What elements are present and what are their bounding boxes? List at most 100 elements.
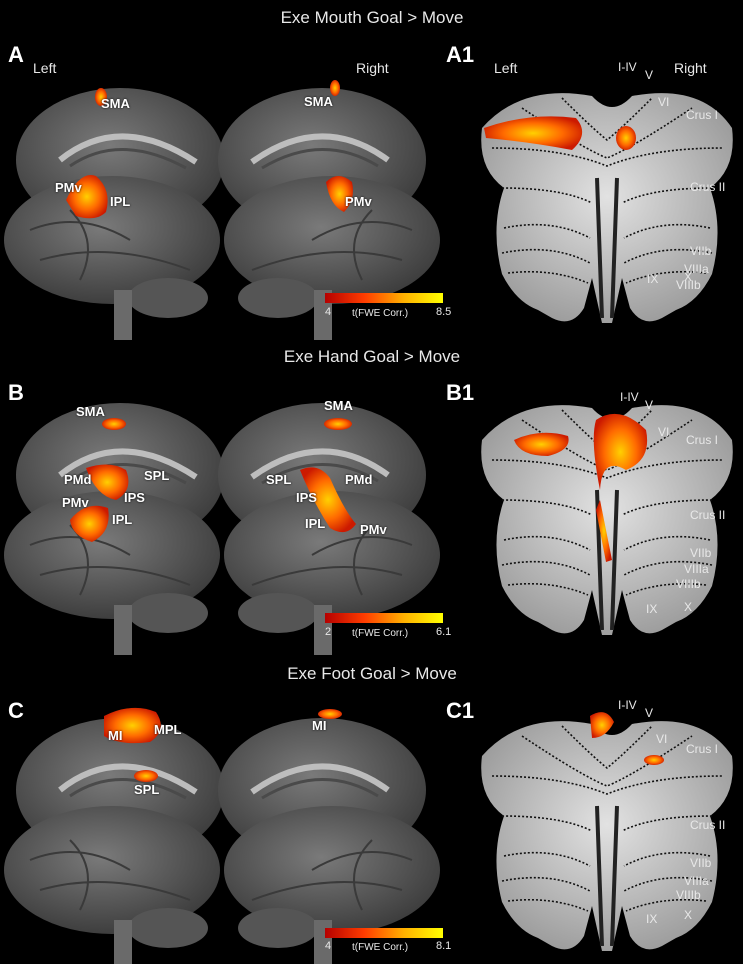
cerebellum-left-label: Left [494, 60, 518, 76]
region-label: MI [108, 728, 123, 743]
region-label: PMd [64, 472, 92, 487]
lobule-label: Crus I [686, 742, 719, 756]
cerebellum-right-label: Right [674, 60, 707, 76]
left-hemisphere-label: Left [33, 60, 57, 76]
lobule-label: V [645, 706, 654, 720]
region-label: IPS [296, 490, 317, 505]
row-b-cerebellum [479, 403, 735, 637]
lobule-label: I-IV [618, 60, 637, 74]
activation-blob [95, 88, 107, 106]
colorbar-max: 8.5 [436, 306, 452, 318]
region-label: SPL [266, 472, 292, 487]
panel-label-c: C [8, 698, 24, 723]
colorbar-label: t(FWE Corr.) [352, 628, 409, 639]
lobule-label: VIIb [690, 856, 712, 870]
row-b-brain-left [4, 403, 224, 655]
lobule-label: VIIIa [684, 874, 709, 888]
lobule-label: Crus I [686, 108, 719, 122]
region-label: IPL [112, 512, 133, 527]
region-label: PMv [360, 522, 387, 537]
region-label: IPL [110, 194, 131, 209]
activation-blob [134, 770, 158, 782]
row-a-brain-right [218, 80, 440, 340]
region-label: SPL [144, 468, 170, 483]
right-hemisphere-label: Right [356, 60, 389, 76]
lobule-label: VIIIb [676, 278, 701, 292]
panel-label-a1: A1 [446, 42, 475, 67]
region-label: MI [312, 718, 327, 733]
lobule-label: I-IV [620, 390, 639, 404]
panel-label-a: A [8, 42, 24, 67]
panel-label-c1: C1 [446, 698, 475, 723]
lobule-label: VIIIb [676, 577, 701, 591]
colorbar-min: 2 [325, 626, 332, 638]
activation-blob [593, 413, 648, 490]
lobule-label: VIIIa [684, 262, 709, 276]
activation-blob [300, 467, 356, 533]
region-label: PMv [345, 194, 372, 209]
colorbar-label: t(FWE Corr.) [352, 942, 409, 953]
region-label: IPL [305, 516, 326, 531]
lobule-label: VIIb [690, 244, 712, 258]
lobule-label: VIIIb [676, 888, 701, 902]
colorbar-label: t(FWE Corr.) [352, 308, 409, 319]
region-label: PMd [345, 472, 373, 487]
lobule-label: VIIb [690, 546, 712, 560]
lobule-label: Crus II [690, 818, 726, 832]
region-label: SMA [76, 404, 105, 419]
activation-blob [318, 709, 342, 719]
colorbar [325, 613, 443, 623]
colorbar-min: 4 [325, 940, 332, 952]
panel-label-b1: B1 [446, 380, 475, 405]
row-c-cerebellum [479, 712, 735, 953]
lobule-label: VI [658, 425, 670, 439]
region-label: PMv [55, 180, 82, 195]
colorbar-min: 4 [325, 306, 332, 318]
row-a-brain-left [4, 88, 224, 340]
row-c-brain-right [218, 709, 440, 964]
lobule-label: IX [646, 602, 658, 616]
activation-blob [330, 80, 340, 96]
activation-blob [102, 418, 126, 430]
region-label: MPL [154, 722, 182, 737]
activation-blob [66, 175, 108, 219]
activation-blob [86, 464, 129, 500]
lobule-label: X [684, 600, 693, 614]
row-b-brain-right [218, 403, 440, 655]
region-label: PMv [62, 495, 89, 510]
region-label: SMA [101, 96, 130, 111]
row-a-title: Exe Mouth Goal > Move [280, 8, 464, 27]
lobule-label: V [645, 68, 654, 82]
lobule-label: Crus II [690, 508, 726, 522]
colorbar-max: 8.1 [436, 940, 452, 952]
lobule-label: VI [658, 95, 670, 109]
activation-blob [514, 432, 569, 456]
lobule-label: VI [656, 732, 668, 746]
lobule-label: IX [646, 912, 658, 926]
colorbar-max: 6.1 [436, 626, 452, 638]
activation-blob [70, 505, 109, 542]
activation-blob [324, 418, 352, 430]
row-c-brain-left [4, 707, 224, 964]
lobule-label: X [684, 270, 693, 284]
activation-blob [616, 126, 636, 150]
lobule-label: V [645, 398, 654, 412]
region-label: SPL [134, 782, 160, 797]
activation-blob [596, 500, 612, 562]
region-label: SMA [324, 398, 353, 413]
activation-blob [590, 712, 614, 738]
lobule-label: VIIIa [684, 562, 709, 576]
region-label: SMA [304, 94, 333, 109]
lobule-label: Crus II [690, 180, 726, 194]
activation-blob [326, 176, 353, 212]
activation-blob [104, 707, 161, 744]
activation-blob [484, 116, 583, 150]
row-c-title: Exe Foot Goal > Move [287, 664, 457, 683]
row-a-cerebellum [479, 91, 735, 325]
lobule-label: I-IV [618, 698, 637, 712]
row-b-title: Exe Hand Goal > Move [283, 347, 461, 366]
activation-blob [644, 755, 664, 765]
colorbar [325, 928, 443, 938]
lobule-label: IX [647, 272, 659, 286]
